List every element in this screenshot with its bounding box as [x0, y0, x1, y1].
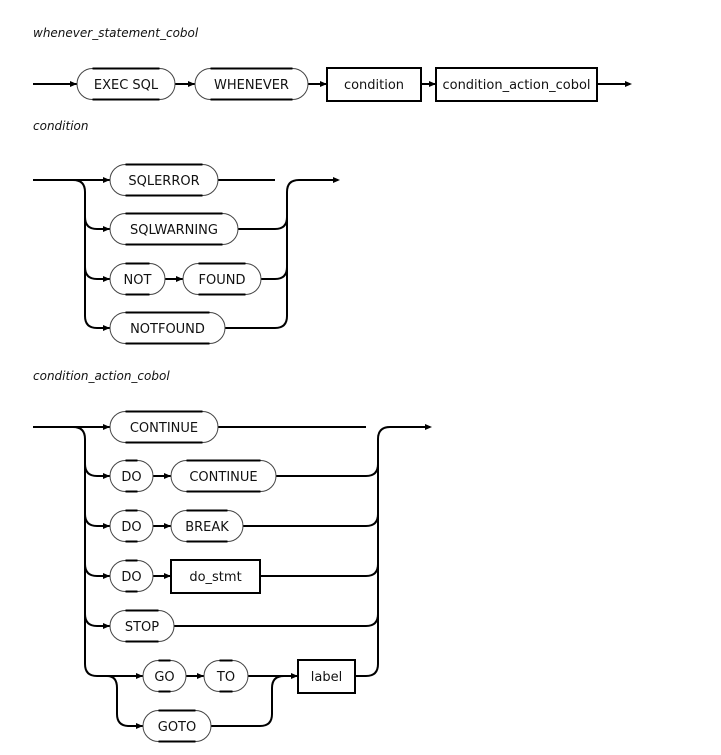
arrow-head-icon — [429, 81, 436, 87]
terminal-goto: GOTO — [142, 709, 212, 743]
rail-nodes: EXEC SQL WHENEVER condition condition_actio… — [76, 67, 598, 743]
arrow-head-icon — [70, 81, 77, 87]
arrow-head-icon — [333, 177, 340, 183]
rail-curve — [365, 663, 379, 677]
rail-curve — [274, 266, 288, 280]
node-label: GO — [154, 670, 174, 685]
nonterminal-condition: condition — [326, 67, 422, 102]
nonterminal-do-stmt: do_stmt — [170, 559, 261, 594]
terminal-not: NOT — [109, 262, 166, 296]
arrow-head-icon — [164, 473, 171, 479]
node-label: NOTFOUND — [130, 322, 205, 337]
arrow-head-icon — [103, 623, 110, 629]
arrow-head-icon — [103, 325, 110, 331]
node-label: condition_action_cobol — [442, 78, 590, 93]
node-label: SQLERROR — [128, 174, 199, 189]
node-label: condition — [344, 78, 404, 93]
arrow-head-icon — [176, 276, 183, 282]
arrow-head-icon — [103, 226, 110, 232]
rail-curve — [106, 675, 118, 689]
terminal-stop: STOP — [109, 609, 175, 643]
node-label: DO — [121, 570, 141, 585]
arrow-head-icon — [188, 81, 195, 87]
rail-curve — [84, 216, 98, 230]
arrow-head-icon — [136, 723, 143, 729]
diagram-title-whenever-statement-cobol: whenever_statement_cobol — [33, 26, 199, 40]
rail-curve — [271, 675, 285, 689]
terminal-continue: CONTINUE — [109, 410, 219, 444]
node-label: TO — [216, 670, 235, 685]
rail-curve — [365, 463, 379, 477]
node-label: CONTINUE — [130, 421, 198, 436]
terminal-do: DO — [109, 559, 154, 593]
nonterminal-shape — [170, 559, 261, 594]
terminal-to: TO — [203, 659, 249, 693]
arrow-head-icon — [425, 424, 432, 430]
nonterminal-shape — [297, 659, 356, 694]
rail-curve — [72, 426, 86, 440]
terminal-go: GO — [142, 659, 187, 693]
diagram-title-condition: condition — [33, 119, 88, 133]
node-label: DO — [121, 470, 141, 485]
arrow-head-icon — [103, 473, 110, 479]
rail-curve — [274, 216, 288, 230]
rail-lines — [33, 81, 632, 729]
node-label: SQLWARNING — [130, 223, 218, 238]
arrow-head-icon — [197, 673, 204, 679]
terminal-exec-sql: EXEC SQL — [76, 67, 176, 101]
rail-curve — [365, 513, 379, 527]
node-label: STOP — [125, 620, 159, 635]
arrow-head-icon — [103, 177, 110, 183]
arrow-head-icon — [291, 673, 298, 679]
node-label: NOT — [124, 273, 152, 288]
node-label: WHENEVER — [214, 78, 289, 93]
terminal-break: BREAK — [170, 509, 244, 543]
node-label: FOUND — [199, 273, 246, 288]
rail-curve — [377, 426, 391, 440]
terminal-found: FOUND — [182, 262, 262, 296]
arrow-head-icon — [625, 81, 632, 87]
rail-curve — [116, 713, 130, 727]
arrow-head-icon — [103, 276, 110, 282]
terminal-do: DO — [109, 459, 154, 493]
node-label: DO — [121, 520, 141, 535]
rail-curve — [84, 613, 98, 627]
rail-curve — [286, 179, 300, 193]
rail-curve — [72, 179, 86, 193]
node-label: label — [311, 670, 342, 685]
rail-curve — [274, 315, 288, 329]
rail-curve — [84, 513, 98, 527]
terminal-sqlwarning: SQLWARNING — [109, 212, 239, 246]
rail-curve — [365, 563, 379, 577]
node-label: EXEC SQL — [94, 78, 159, 93]
node-label: do_stmt — [189, 570, 241, 585]
nonterminal-label: label — [297, 659, 356, 694]
nonterminal-condition-action-cobol: condition_action_cobol — [435, 67, 598, 102]
terminal-continue: CONTINUE — [170, 459, 277, 493]
terminal-sqlerror: SQLERROR — [109, 163, 219, 197]
node-label: GOTO — [158, 720, 196, 735]
rail-curve — [84, 266, 98, 280]
rail-curve — [259, 713, 273, 727]
terminal-do: DO — [109, 509, 154, 543]
diagram-title-condition-action-cobol: condition_action_cobol — [33, 369, 170, 383]
arrow-head-icon — [320, 81, 327, 87]
terminal-whenever: WHENEVER — [194, 67, 309, 101]
arrow-head-icon — [103, 523, 110, 529]
arrow-head-icon — [164, 523, 171, 529]
arrow-head-icon — [103, 424, 110, 430]
rail-curve — [84, 563, 98, 577]
rail-curve — [84, 463, 98, 477]
nonterminal-shape — [435, 67, 598, 102]
arrow-head-icon — [103, 573, 110, 579]
node-label: BREAK — [185, 520, 229, 535]
nonterminal-shape — [326, 67, 422, 102]
arrow-head-icon — [164, 573, 171, 579]
arrow-head-icon — [136, 673, 143, 679]
terminal-notfound: NOTFOUND — [109, 311, 226, 345]
node-label: CONTINUE — [189, 470, 257, 485]
rail-curve — [84, 315, 98, 329]
rail-curve — [365, 613, 379, 627]
rail-curve — [84, 663, 98, 677]
